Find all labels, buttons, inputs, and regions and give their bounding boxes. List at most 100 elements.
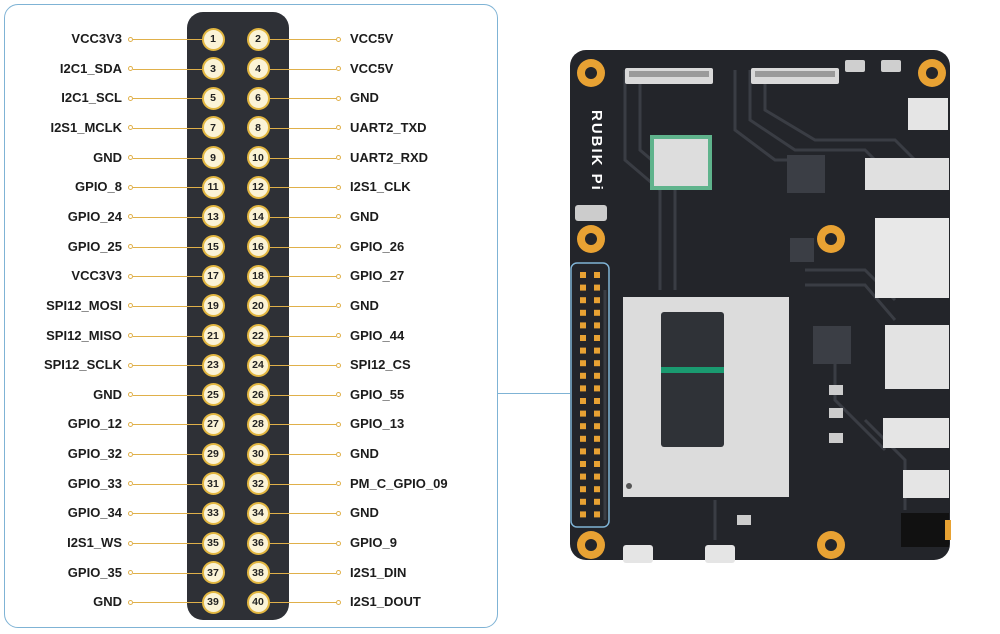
- pin-leader-line: [133, 276, 202, 278]
- pin-label-16: GPIO_26: [350, 238, 405, 254]
- ethernet-port: [875, 218, 949, 298]
- header-pin: [580, 498, 586, 505]
- pin-leader-line: [133, 127, 202, 129]
- header-pin: [580, 297, 586, 304]
- pin-39: 39: [201, 590, 225, 614]
- pin-40: 40: [246, 590, 270, 614]
- header-pin: [580, 473, 586, 480]
- pin-leader-dot: [336, 451, 341, 457]
- pin-label-4: VCC5V: [350, 60, 394, 76]
- port-block: [908, 98, 948, 130]
- pin-15: 15: [201, 235, 225, 259]
- pin-23: 23: [201, 353, 225, 377]
- header-pin: [594, 385, 600, 392]
- pin-leader-dot: [336, 540, 341, 546]
- pin-label-22: GPIO_44: [350, 327, 405, 343]
- pin-leader-dot: [336, 273, 341, 279]
- pin-label-2: VCC5V: [350, 31, 394, 46]
- pin-5: 5: [201, 86, 225, 110]
- pin-37: 37: [201, 561, 225, 585]
- header-pin: [594, 410, 600, 417]
- pin-32: 32: [246, 472, 270, 496]
- pin-leader-dot: [128, 451, 133, 457]
- pin-leader-dot: [336, 66, 341, 72]
- pin-leader-dot: [336, 362, 341, 368]
- pin-3: 3: [201, 57, 225, 81]
- pin-label-32: PM_C_GPIO_09: [350, 475, 448, 491]
- pin-label-5: I2C1_SCL: [61, 90, 122, 106]
- pin-leader-dot: [336, 125, 341, 131]
- pin-leader-dot: [128, 333, 133, 338]
- pin-8: 8: [246, 116, 270, 140]
- pin-38: 38: [246, 561, 270, 585]
- header-pin: [594, 435, 600, 442]
- pin-leader-line: [133, 424, 202, 426]
- pin-leader-dot: [128, 66, 133, 72]
- pin-leader-dot: [128, 214, 133, 220]
- rubik-pi-board: RUBIK Pi: [570, 50, 951, 563]
- soc-die: [661, 312, 724, 447]
- pin-1: 1: [201, 27, 225, 51]
- pin-label-30: GND: [350, 446, 379, 462]
- pin-leader-line: [269, 572, 336, 574]
- header-pin: [580, 423, 586, 430]
- gpio-header-highlight: [570, 262, 610, 528]
- pin-label-37: GPIO_35: [67, 564, 122, 580]
- pin-leader-dot: [128, 392, 133, 398]
- header-pin: [594, 347, 600, 354]
- pin-leader-dot: [336, 214, 341, 220]
- pin-leader-line: [269, 187, 336, 189]
- pin-10: 10: [246, 146, 270, 170]
- pin-leader-line: [133, 157, 202, 159]
- pin-leader-line: [269, 246, 336, 248]
- pin-31: 31: [201, 472, 225, 496]
- pin-leader-dot: [336, 303, 341, 309]
- pin-leader-dot: [128, 184, 133, 190]
- header-pin: [594, 511, 600, 518]
- pin-leader-line: [133, 216, 202, 218]
- pin-leader-line: [133, 602, 202, 604]
- pin-leader-dot: [336, 599, 341, 605]
- pin-26: 26: [246, 383, 270, 407]
- pin-leader-line: [269, 424, 336, 426]
- button-icon: [881, 60, 901, 72]
- pin-leader-line: [269, 127, 336, 129]
- pin-leader-line: [269, 394, 336, 396]
- pin-label-36: GPIO_9: [350, 535, 397, 551]
- pin-36: 36: [246, 531, 270, 555]
- pin-leader-line: [269, 513, 336, 515]
- pin-leader-dot: [128, 599, 133, 605]
- header-pin: [580, 385, 586, 392]
- header-pin: [594, 360, 600, 367]
- pin-7: 7: [201, 116, 225, 140]
- pin-leader-line: [133, 335, 202, 337]
- header-pin: [580, 435, 586, 442]
- pin-leader-line: [133, 365, 202, 367]
- header-pin: [580, 347, 586, 354]
- button-icon: [845, 60, 865, 72]
- audio-jack: [901, 513, 949, 547]
- pin-label-11: GPIO_8: [75, 179, 122, 195]
- pin-leader-dot: [336, 421, 341, 427]
- pin-leader-dot: [128, 421, 133, 427]
- pin-label-35: I2S1_WS: [67, 535, 122, 551]
- pin-label-26: GPIO_55: [350, 386, 405, 402]
- pin-17: 17: [201, 264, 225, 288]
- pin-leader-dot: [128, 481, 133, 487]
- pin-leader-dot: [128, 540, 133, 546]
- pin-18: 18: [246, 264, 270, 288]
- header-pin: [594, 297, 600, 304]
- pin-label-29: GPIO_32: [67, 446, 122, 462]
- pin-label-39: GND: [93, 594, 122, 610]
- pin-leader-dot: [336, 392, 341, 398]
- pin-label-40: I2S1_DOUT: [350, 594, 421, 610]
- pin-label-19: SPI12_MOSI: [46, 297, 122, 313]
- pin-30: 30: [246, 442, 270, 466]
- ic-chip: [787, 155, 825, 193]
- usb-c-port: [883, 418, 949, 448]
- pin-35: 35: [201, 531, 225, 555]
- header-pin: [594, 486, 600, 493]
- pin-22: 22: [246, 324, 270, 347]
- pin-leader-line: [133, 454, 202, 456]
- pin-leader-line: [269, 216, 336, 218]
